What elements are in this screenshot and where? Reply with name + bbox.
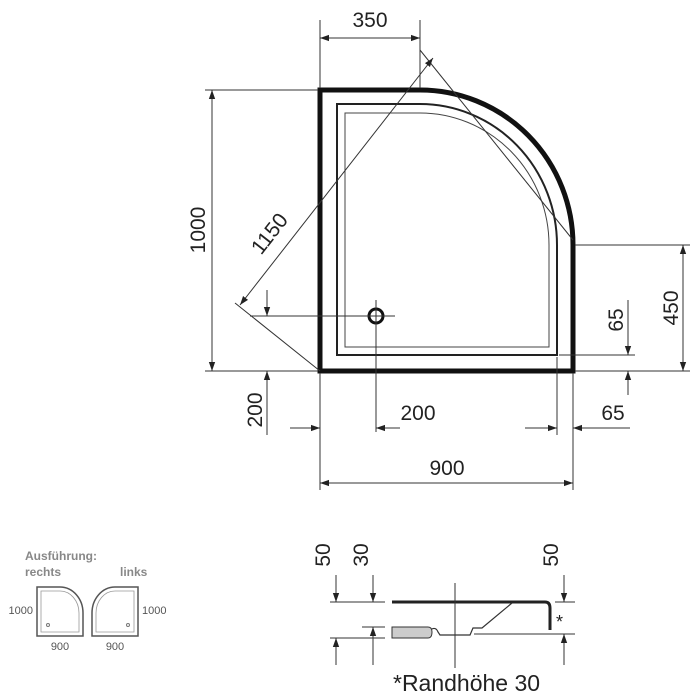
tray-inner-rim xyxy=(336,103,558,356)
dim-1000: 1000 xyxy=(187,89,318,372)
dim-200-horizontal: 200 xyxy=(290,373,436,490)
dim-label: 200 xyxy=(400,402,435,425)
rim-height-note: *Randhöhe 30 xyxy=(393,670,540,696)
variant-left-width: 900 xyxy=(106,641,124,653)
dim-200-vertical: 200 xyxy=(244,290,271,435)
variant-right-depth: 1000 xyxy=(9,605,33,617)
dim-label: 200 xyxy=(244,392,267,427)
dim-label: 1000 xyxy=(187,207,210,254)
dim-label: 50 xyxy=(312,543,335,566)
dim-label: 50 xyxy=(540,543,563,566)
dim-65-vertical: 65 xyxy=(559,300,635,395)
variant-right-thumbnail xyxy=(36,586,84,637)
variant-left-depth: 1000 xyxy=(142,605,166,617)
dim-350: 350 xyxy=(319,9,421,88)
asterisk-marker: * xyxy=(556,612,563,632)
variant-right-label: rechts xyxy=(25,565,61,579)
variant-right-width: 900 xyxy=(51,641,69,653)
variants-heading: Ausführung: xyxy=(25,549,97,563)
tray-plan xyxy=(250,87,576,432)
dim-label: 350 xyxy=(352,9,387,32)
cross-section: 50 30 50 * *Randhöhe 30 xyxy=(312,543,575,696)
section-profile xyxy=(392,600,552,630)
dim-label: 900 xyxy=(429,457,464,480)
variant-left-thumbnail xyxy=(91,586,139,637)
dim-label: 65 xyxy=(601,402,624,425)
tray-basin xyxy=(344,112,550,348)
dim-900: 900 xyxy=(320,457,573,487)
dim-1150: 1150 xyxy=(234,49,574,372)
tray-outline xyxy=(317,87,576,374)
dim-label: 450 xyxy=(660,290,683,325)
dim-label: 30 xyxy=(350,543,373,566)
dim-label: 65 xyxy=(605,308,628,331)
variants: Ausführung: rechts links 1000 900 1000 9… xyxy=(9,549,167,653)
dim-label: 1150 xyxy=(247,209,293,259)
dim-65-horizontal: 65 xyxy=(525,357,630,490)
variant-left-label: links xyxy=(120,565,148,579)
dim-450: 450 xyxy=(575,244,690,372)
